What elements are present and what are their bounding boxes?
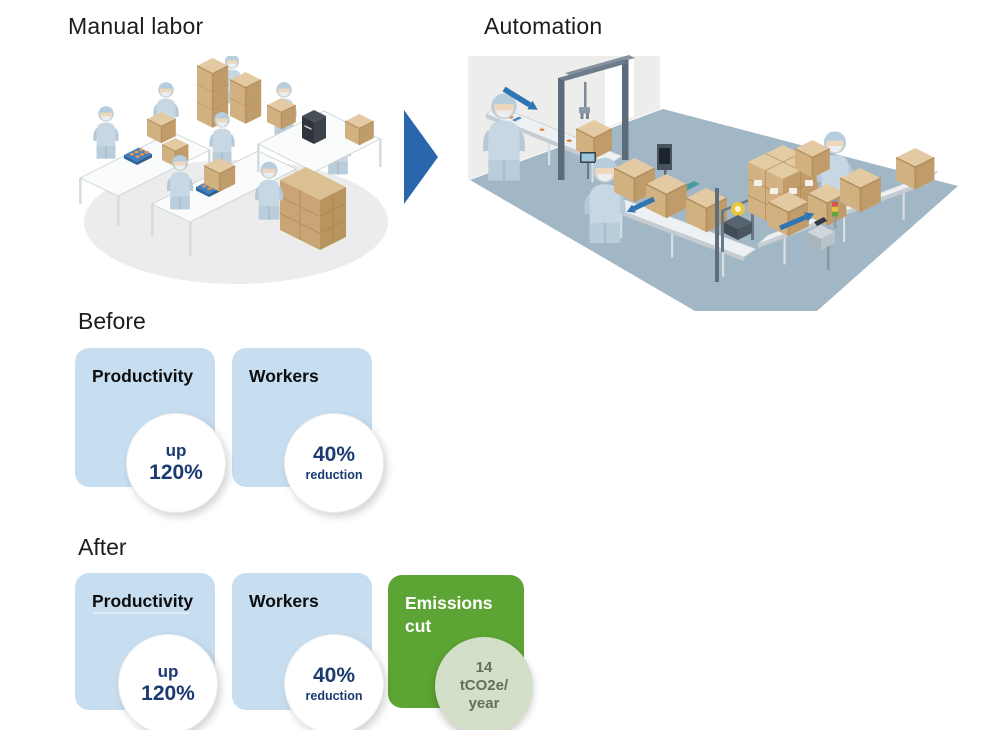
label-printer xyxy=(807,217,835,270)
card-title: Productivity xyxy=(92,591,194,611)
stat-line: up xyxy=(157,661,179,681)
card-title: Productivity xyxy=(92,366,194,386)
sealing-machine xyxy=(302,110,326,144)
stat-line: reduction xyxy=(305,468,363,482)
before-productivity-stat-badge: up 120% xyxy=(126,413,226,513)
stat-line: tCO2e/ xyxy=(459,677,509,695)
stat-line: year xyxy=(468,694,500,712)
flow-arrow-icon xyxy=(502,86,538,110)
automation-title: Automation xyxy=(484,13,603,39)
erased-text-artifact xyxy=(93,612,189,614)
after-productivity-stat-badge: up 120% xyxy=(118,634,218,730)
stat-line: 40% xyxy=(312,443,356,467)
after-heading: After xyxy=(78,534,127,560)
manual-labor-illustration xyxy=(79,56,388,284)
stat-line: up xyxy=(165,440,187,460)
manual-labor-title: Manual labor xyxy=(68,13,204,39)
doorway xyxy=(605,58,634,128)
flow-arrow-icon xyxy=(626,196,656,213)
card-title: Emissions cut xyxy=(405,593,493,636)
control-panel xyxy=(580,152,596,179)
stat-line: 14 xyxy=(475,659,493,677)
card-title: Workers xyxy=(249,366,319,386)
stat-line: 40% xyxy=(312,664,356,688)
automation-illustration xyxy=(468,55,958,311)
signal-light-icon xyxy=(832,200,838,229)
flow-arrow-icon xyxy=(779,212,815,231)
after-workers-stat-badge: 40% reduction xyxy=(284,634,384,730)
worker-icon xyxy=(93,106,119,159)
stat-line: 120% xyxy=(149,460,203,484)
gantry-machine xyxy=(558,55,635,180)
transition-arrow-icon xyxy=(404,110,438,204)
stat-line: 120% xyxy=(141,681,195,705)
after-emissions-stat-badge: 14 tCO2e/ year xyxy=(435,637,533,730)
support-column xyxy=(715,188,719,282)
before-workers-stat-badge: 40% reduction xyxy=(284,413,384,513)
taping-machine xyxy=(721,198,754,252)
before-heading: Before xyxy=(78,308,146,334)
stat-line: reduction xyxy=(305,689,363,703)
card-title: Workers xyxy=(249,591,319,611)
box-shelf-stack xyxy=(279,167,347,250)
